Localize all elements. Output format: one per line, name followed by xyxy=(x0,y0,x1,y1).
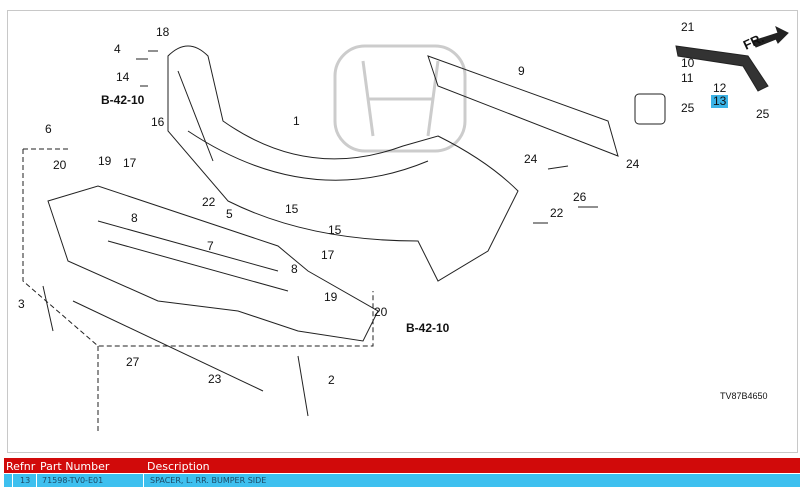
callout[interactable]: 2 xyxy=(328,373,335,387)
callout[interactable]: 18 xyxy=(156,25,170,39)
section-ref[interactable]: B-42-10 xyxy=(406,321,450,335)
bumper-exploded-diagram xyxy=(22,26,789,431)
table-row[interactable]: 13 71598-TV0-E01 SPACER, L. RR. BUMPER S… xyxy=(4,474,800,487)
header-part-number: Part Number xyxy=(40,460,110,473)
parts-table-header: Refnr Part Number Description xyxy=(4,458,800,473)
section-ref[interactable]: B-42-10 xyxy=(101,93,145,107)
callout[interactable]: 20 xyxy=(53,158,67,172)
callout[interactable]: 25 xyxy=(681,101,695,115)
callout[interactable]: 26 xyxy=(573,190,587,204)
cell-refnr: 13 xyxy=(20,476,31,485)
callout[interactable]: 12 xyxy=(713,81,727,95)
callout[interactable]: 20 xyxy=(374,305,388,319)
callout[interactable]: 7 xyxy=(207,239,214,253)
callout[interactable]: 19 xyxy=(98,154,112,168)
honda-watermark xyxy=(333,44,467,153)
callout[interactable]: 9 xyxy=(518,64,525,78)
callout[interactable]: 19 xyxy=(324,290,338,304)
callout[interactable]: 17 xyxy=(321,248,335,262)
callout[interactable]: 21 xyxy=(681,20,695,34)
callout[interactable]: 5 xyxy=(226,207,233,221)
callout[interactable]: 16 xyxy=(151,115,165,129)
callout[interactable]: 8 xyxy=(131,211,138,225)
beam xyxy=(427,55,619,157)
callout[interactable]: 6 xyxy=(45,122,52,136)
callout[interactable]: 24 xyxy=(626,157,640,171)
callout[interactable]: 23 xyxy=(208,372,222,386)
callout[interactable]: 15 xyxy=(285,202,299,216)
callout[interactable]: 25 xyxy=(756,107,770,121)
header-refnr: Refnr xyxy=(6,460,36,473)
header-description: Description xyxy=(147,460,210,473)
side-spacer xyxy=(675,45,769,92)
callout[interactable]: 3 xyxy=(18,297,25,311)
fr-arrow xyxy=(752,26,789,48)
callout[interactable]: 1 xyxy=(293,114,300,128)
callout[interactable]: 22 xyxy=(202,195,216,209)
bumper-cover xyxy=(167,45,519,282)
parts-diagram-frame: 18 4 14 B-42-10 16 17 6 20 19 22 5 15 15… xyxy=(7,10,798,453)
diffuser xyxy=(47,185,379,342)
callout[interactable]: 8 xyxy=(291,262,298,276)
callout[interactable]: 24 xyxy=(524,152,538,166)
diagram-code: TV87B4650 xyxy=(720,391,768,401)
callout[interactable]: 15 xyxy=(328,223,342,237)
cell-description: SPACER, L. RR. BUMPER SIDE xyxy=(150,476,267,485)
callout[interactable]: 14 xyxy=(116,70,130,84)
callout[interactable]: 22 xyxy=(550,206,564,220)
callout[interactable]: 10 xyxy=(681,56,695,70)
callout[interactable]: 17 xyxy=(123,156,137,170)
callout[interactable]: 27 xyxy=(126,355,140,369)
callout[interactable]: 11 xyxy=(681,71,694,85)
callout[interactable]: 4 xyxy=(114,42,121,56)
cell-part-number: 71598-TV0-E01 xyxy=(42,476,104,485)
callout-highlighted[interactable]: 13 xyxy=(711,94,729,108)
